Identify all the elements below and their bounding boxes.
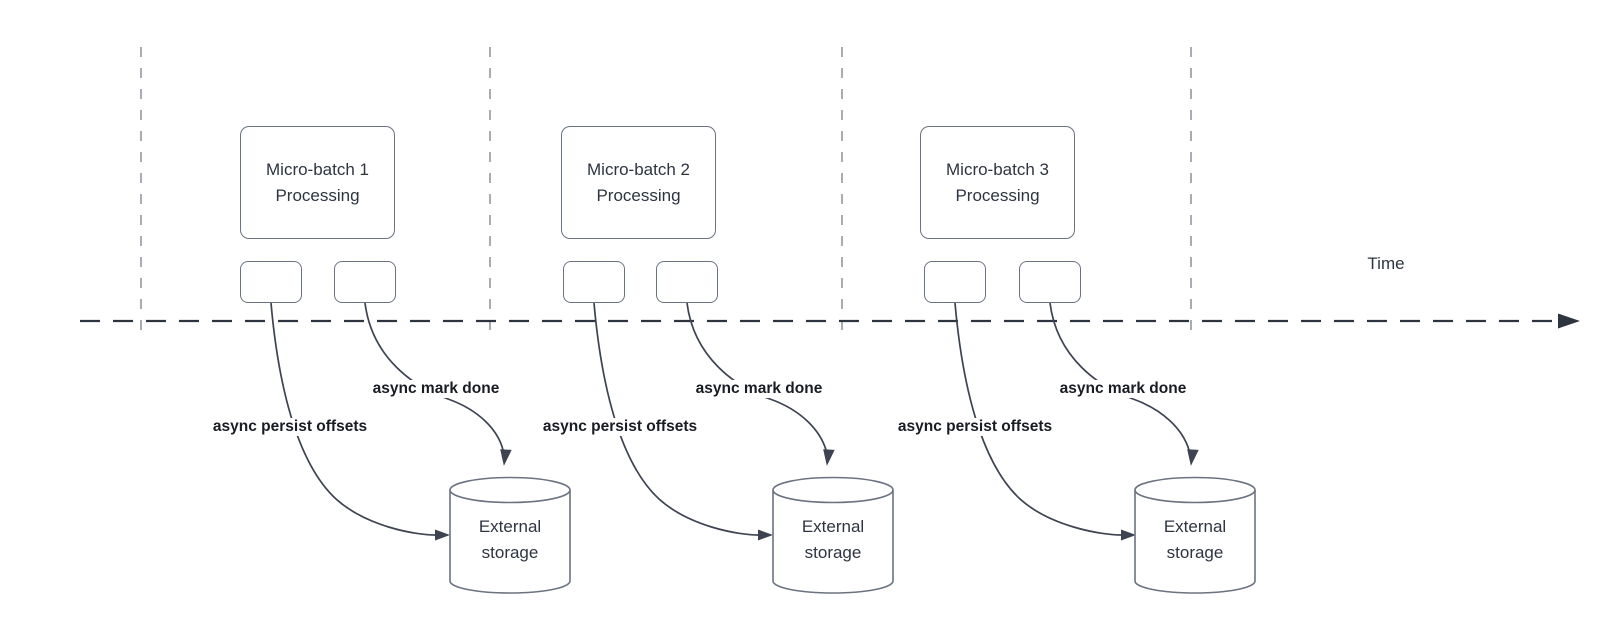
mark-done-label-1: async mark done xyxy=(369,380,503,398)
persist-offsets-arrowhead-icon-2 xyxy=(758,529,773,541)
persist-offsets-label-1: async persist offsets xyxy=(209,418,371,436)
micro-batch-2-label-line2: Processing xyxy=(596,185,681,205)
external-storage-label-1: External storage xyxy=(440,514,580,566)
micro-batch-1-label-line1: Micro-batch 1 xyxy=(266,159,369,179)
done-task-box-3 xyxy=(1019,261,1081,303)
cylinder-body xyxy=(1134,490,1256,594)
micro-batch-3-label-line1: Micro-batch 3 xyxy=(946,159,1049,179)
micro-batch-3-label-line2: Processing xyxy=(955,185,1040,205)
offset-task-box-3 xyxy=(924,261,986,303)
persist-offsets-arrowhead-icon-1 xyxy=(435,529,450,541)
external-storage-label-3-line2: storage xyxy=(1166,543,1224,562)
persist-offsets-label-2: async persist offsets xyxy=(539,418,701,436)
micro-batch-1-label-line2: Processing xyxy=(275,185,360,205)
mark-done-arrowhead-icon-2 xyxy=(823,449,835,466)
persist-offsets-arrowhead-icon-3 xyxy=(1121,529,1136,541)
external-storage-label-3-line1: External xyxy=(1163,517,1227,536)
persist-offsets-arrow-1 xyxy=(270,302,437,536)
mark-done-arrow-1 xyxy=(364,302,504,451)
done-task-box-2 xyxy=(656,261,718,303)
external-storage-label-1-line1: External xyxy=(478,517,542,536)
external-storage-cylinder-1 xyxy=(449,476,571,594)
offset-task-box-2 xyxy=(563,261,625,303)
cylinder-body xyxy=(772,490,894,594)
done-task-box-1 xyxy=(334,261,396,303)
offset-task-box-1 xyxy=(240,261,302,303)
micro-batch-3-processing-box: Micro-batch 3 Processing xyxy=(920,126,1075,239)
external-storage-cylinder-3 xyxy=(1134,476,1256,594)
external-storage-label-1-line2: storage xyxy=(481,543,539,562)
external-storage-label-2-line1: External xyxy=(801,517,865,536)
mark-done-arrow-2 xyxy=(686,302,827,451)
cylinder-top xyxy=(1134,476,1256,504)
time-axis-label: Time xyxy=(1367,254,1405,273)
mark-done-arrowhead-icon-3 xyxy=(1187,449,1199,466)
cylinder-top xyxy=(772,476,894,504)
mark-done-label-2: async mark done xyxy=(692,380,826,398)
external-storage-label-2: External storage xyxy=(763,514,903,566)
cylinder-top xyxy=(449,476,571,504)
micro-batch-2-processing-box: Micro-batch 2 Processing xyxy=(561,126,716,239)
mark-done-arrowhead-icon-1 xyxy=(500,449,512,466)
persist-offsets-arrow-2 xyxy=(593,302,760,536)
cylinder-body xyxy=(449,490,571,594)
micro-batch-2-label-line1: Micro-batch 2 xyxy=(587,159,690,179)
time-axis-arrowhead-icon xyxy=(1558,313,1580,329)
persist-offsets-label-3: async persist offsets xyxy=(894,418,1056,436)
mark-done-label-3: async mark done xyxy=(1056,380,1190,398)
external-storage-label-2-line2: storage xyxy=(804,543,862,562)
external-storage-cylinder-2 xyxy=(772,476,894,594)
micro-batch-1-processing-box: Micro-batch 1 Processing xyxy=(240,126,395,239)
persist-offsets-arrow-3 xyxy=(954,302,1123,536)
mark-done-arrow-3 xyxy=(1049,302,1190,451)
external-storage-label-3: External storage xyxy=(1125,514,1265,566)
